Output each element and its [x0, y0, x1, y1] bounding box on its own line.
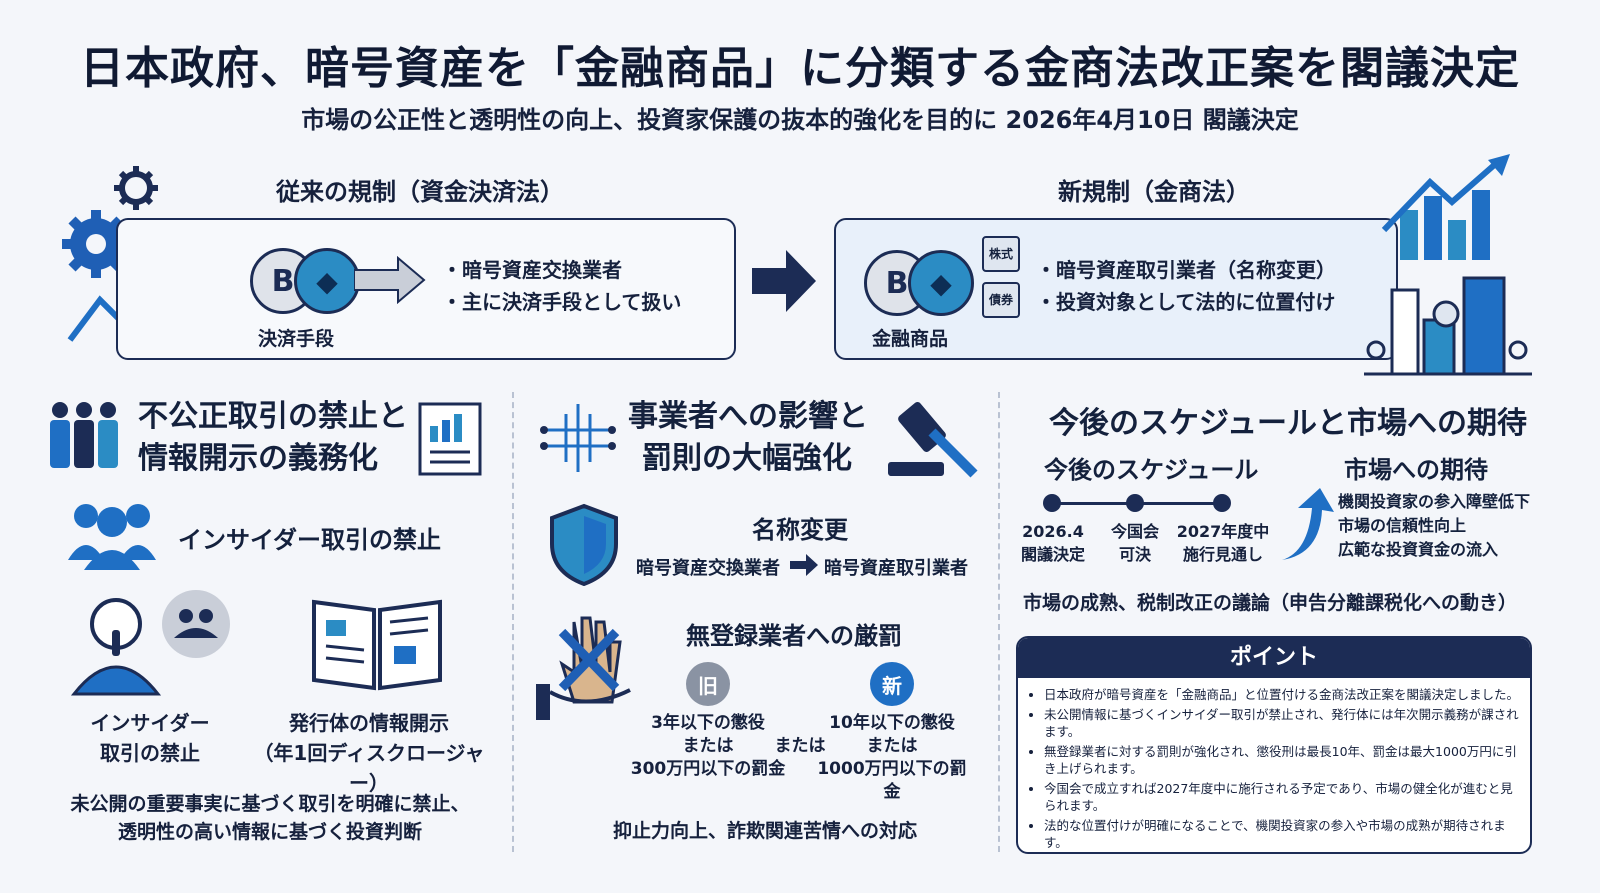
expectation-item: 機関投資家の参入障壁低下 — [1338, 492, 1531, 511]
transition-arrow-icon — [752, 250, 816, 312]
column-divider — [998, 392, 1000, 852]
open-book-icon — [312, 599, 442, 691]
point-item: 法的な位置付けが明確になることで、機関投資家の参入や市場の成熟が期待されます。 — [1044, 817, 1520, 851]
rename-to: 暗号資産取引業者 — [824, 558, 968, 579]
schedule-item-label: 閣議決定 — [1020, 545, 1085, 564]
point-list: 日本政府が暗号資産を「金融商品」と位置付ける金商法改正案を閣議決定しました。 未… — [1018, 678, 1530, 851]
page-title: 日本政府、暗号資産を「金融商品」に分類する金商法改正案を閣議決定 — [80, 43, 1520, 94]
schedule-item: 2026.4 閣議決定 — [1008, 520, 1098, 566]
city-growth-icon — [1364, 154, 1532, 376]
arrow-right-icon — [354, 256, 426, 304]
circuit-icon — [540, 404, 616, 472]
schedule-item-label: 施行見通し — [1182, 545, 1263, 564]
expectation-item: 広範な投資資金の流入 — [1338, 540, 1499, 559]
new-penalty: 10年以下の懲役 または 1000万円以下の罰金 — [812, 712, 972, 804]
new-penalty-line1: 10年以下の懲役 — [829, 713, 955, 733]
new-regulation-heading: 新規制（金商法） — [1058, 178, 1250, 206]
expectations-list: 機関投資家の参入障壁低下 市場の信頼性向上 広範な投資資金の流入 — [1338, 490, 1530, 562]
schedule-item-label: 可決 — [1118, 545, 1151, 564]
schedule-heading: 今後のスケジュール — [1044, 456, 1259, 484]
ethereum-icon: ◆ — [908, 250, 974, 316]
old-badge: 旧 — [686, 662, 730, 706]
expectation-item: 市場の信頼性向上 — [1338, 516, 1467, 535]
point-item: 今国会で成立すれば2027年度中に施行される予定であり、市場の健全化が進むと見ら… — [1044, 780, 1520, 814]
col1-title-line2: 情報開示の義務化 — [138, 441, 378, 476]
col1-footer-line2: 透明性の高い情報に基づく投資判断 — [117, 821, 422, 843]
old-penalty: 3年以下の懲役 または 300万円以下の罰金 — [628, 712, 788, 781]
old-regulation-box: B ◆ 決済手段 ・暗号資産交換業者 ・主に決済手段として扱い — [116, 218, 736, 360]
stock-certificate-icon: 株式 — [982, 236, 1020, 272]
disclosure-label-line2: （年1回ディスクロージャー） — [253, 741, 485, 795]
ethereum-icon: ◆ — [294, 248, 360, 314]
up-arrow-icon — [1282, 488, 1334, 560]
col3-title: 今後のスケジュールと市場への期待 — [1049, 406, 1527, 441]
old-penalty-line1: 3年以下の懲役 — [651, 713, 765, 733]
old-regulation-heading: 従来の規制（資金決済法） — [276, 178, 564, 206]
rename-from: 暗号資産交換業者 — [636, 558, 780, 579]
new-bullet-1: ・暗号資産取引業者（名称変更） — [1036, 258, 1336, 282]
page-subtitle: 市場の公正性と透明性の向上、投資家保護の抜本的強化を目的に 2026年4月10日… — [301, 106, 1299, 134]
old-penalty-line3: 300万円以下の罰金 — [630, 759, 786, 779]
schedule-item-date: 2027年度中 — [1176, 522, 1270, 541]
disclosure-label: 発行体の情報開示 （年1回ディスクロージャー） — [244, 708, 494, 798]
point-box: ポイント 日本政府が暗号資産を「金融商品」と位置付ける金商法改正案を閣議決定しま… — [1016, 636, 1532, 854]
or-text: または — [774, 736, 826, 756]
col2-title-line1: 事業者への影響と — [628, 399, 868, 434]
people-icon — [68, 504, 156, 570]
old-penalty-line2: または — [682, 736, 734, 756]
new-bullet-2: ・投資対象として法的に位置付け — [1036, 290, 1336, 314]
schedule-item: 今国会 可決 — [1092, 520, 1178, 566]
arrow-right-icon — [790, 554, 818, 576]
new-badge: 新 — [870, 662, 914, 706]
timeline-dot — [1043, 494, 1061, 512]
schedule-item-date: 2026.4 — [1022, 522, 1084, 541]
rename-heading: 名称変更 — [752, 516, 848, 544]
bond-certificate-icon: 債券 — [982, 282, 1020, 318]
insider-label-line1: インサイダー — [90, 711, 210, 735]
report-chart-icon — [418, 402, 482, 476]
point-heading: ポイント — [1018, 638, 1530, 678]
stop-hand-icon — [536, 616, 631, 720]
col2-title-line2: 罰則の大幅強化 — [642, 441, 852, 476]
new-penalty-line2: または — [866, 736, 918, 756]
col1-title-line1: 不公正取引の禁止と — [138, 399, 408, 434]
timeline-dot — [1126, 494, 1144, 512]
old-bullet-2: ・主に決済手段として扱い — [442, 290, 682, 314]
insider-silence-icon — [70, 590, 230, 696]
people-group-icon — [50, 402, 118, 468]
disclosure-label-line1: 発行体の情報開示 — [289, 711, 449, 735]
schedule-item-date: 今国会 — [1110, 522, 1159, 541]
schedule-item: 2027年度中 施行見通し — [1170, 520, 1276, 566]
point-item: 未公開情報に基づくインサイダー取引が禁止され、発行体には年次開示義務が課されます… — [1044, 706, 1520, 740]
col1-footer-line1: 未公開の重要事実に基づく取引を明確に禁止、 — [70, 793, 470, 815]
expect-heading: 市場への期待 — [1344, 456, 1488, 484]
col2-footer: 抑止力向上、詐欺関連苦情への対応 — [612, 820, 917, 842]
gavel-icon — [888, 402, 978, 478]
timeline-dot — [1213, 494, 1231, 512]
old-bullet-1: ・暗号資産交換業者 — [442, 258, 622, 282]
maturity-text: 市場の成熟、税制改正の議論（申告分離課税化への動き） — [1022, 592, 1517, 614]
new-regulation-box: B ◆ 株式 債券 金融商品 ・暗号資産取引業者（名称変更） ・投資対象として法… — [834, 218, 1398, 360]
financial-product-label: 金融商品 — [872, 328, 949, 350]
new-penalty-line3: 1000万円以下の罰金 — [817, 759, 967, 802]
point-item: 無登録業者に対する罰則が強化され、懲役刑は最長10年、罰金は最大1000万円に引… — [1044, 743, 1520, 777]
insider-label: インサイダー 取引の禁止 — [70, 708, 230, 768]
payment-means-label: 決済手段 — [258, 328, 335, 350]
insider-heading: インサイダー取引の禁止 — [178, 526, 442, 554]
shield-icon — [550, 503, 618, 586]
column-divider — [512, 392, 514, 852]
insider-label-line2: 取引の禁止 — [100, 741, 200, 765]
col1-footer: 未公開の重要事実に基づく取引を明確に禁止、 透明性の高い情報に基づく投資判断 — [40, 790, 500, 846]
penalty-heading: 無登録業者への厳罰 — [686, 622, 902, 650]
point-item: 日本政府が暗号資産を「金融商品」と位置付ける金商法改正案を閣議決定しました。 — [1044, 686, 1520, 703]
